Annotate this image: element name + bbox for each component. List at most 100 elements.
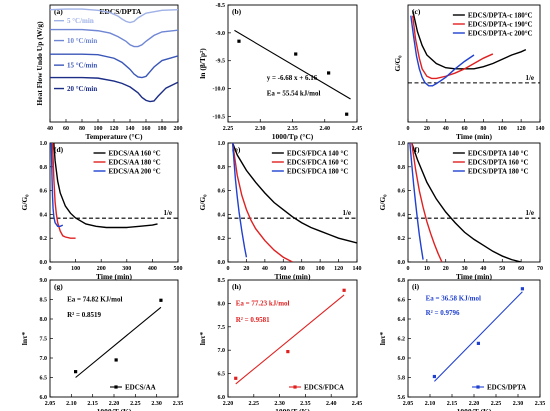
- y-axis-label: lnτ*: [378, 332, 387, 346]
- x-tick-label: 2.35: [300, 401, 311, 407]
- x-tick-label: 20: [424, 126, 430, 132]
- annotation: Ea = 55.54 kJ/mol: [267, 89, 321, 97]
- series-line: [231, 143, 357, 244]
- x-tick-label: 2.30: [274, 401, 285, 407]
- y-tick-label: 1.0: [218, 141, 226, 147]
- x-tick-label: 100: [316, 266, 325, 272]
- panel-tag: (b): [232, 7, 242, 16]
- y-tick-label: 0.6: [40, 189, 48, 195]
- y-tick-label: 0.8: [218, 165, 226, 171]
- data-point: [520, 287, 524, 291]
- y-tick-label: 0.8: [40, 165, 48, 171]
- x-tick-label: 2.10: [66, 401, 77, 407]
- x-tick-label: 2.25: [130, 401, 141, 407]
- x-tick-label: 80: [79, 126, 85, 132]
- x-axis-label: Time (min): [456, 132, 492, 141]
- y-tick-label: 7.5: [40, 337, 48, 343]
- x-tick-label: 400: [148, 266, 157, 272]
- reference-line-label: 1/e: [525, 74, 534, 82]
- data-point: [237, 39, 241, 43]
- legend-marker: [114, 385, 118, 389]
- panel-tag: (f): [412, 145, 420, 154]
- x-tick-label: 500: [174, 266, 183, 272]
- x-tick-label: 40: [443, 126, 449, 132]
- legend-entry: EDCS/FDCA 160 °C: [287, 159, 349, 167]
- data-point: [159, 298, 163, 302]
- annotation: Ea = 77.23 kJ/mol: [236, 300, 290, 308]
- x-axis-label: 1000/T (K): [275, 407, 310, 411]
- legend-marker: [476, 385, 480, 389]
- x-tick-label: 100: [498, 126, 507, 132]
- legend-entry: EDCS/DPTA-c 200°C: [468, 30, 533, 38]
- x-tick-label: 2.05: [45, 401, 56, 407]
- y-tick-label: 0.0: [40, 260, 48, 266]
- x-tick-label: 2.15: [447, 401, 458, 407]
- annotation: R² = 0.9796: [426, 309, 460, 317]
- x-tick-label: 300: [122, 266, 131, 272]
- legend-entry: 5 °C/min: [67, 17, 94, 25]
- legend-marker: [293, 385, 297, 389]
- y-tick-label: 8.0: [40, 317, 48, 323]
- data-point: [294, 52, 298, 56]
- x-tick-label: 20: [243, 266, 249, 272]
- fit-line: [434, 291, 523, 382]
- x-tick-label: 20: [443, 266, 449, 272]
- y-tick-label: 0.6: [218, 189, 226, 195]
- series-line: [50, 76, 178, 103]
- y-tick-label: 7.0: [40, 356, 48, 362]
- series-line: [409, 143, 424, 260]
- x-tick-label: 2.10: [425, 401, 436, 407]
- series-line: [231, 143, 248, 258]
- y-tick-label: -8.5: [216, 3, 226, 9]
- y-tick-label: 7.0: [218, 348, 226, 354]
- y-tick-label: 0.2: [40, 236, 48, 242]
- x-tick-label: 200: [97, 266, 106, 272]
- annotation: y = -6.68 x + 6.16: [267, 74, 318, 82]
- y-tick-label: -10.0: [213, 87, 226, 93]
- data-point: [476, 341, 480, 345]
- panel-tag: (e): [232, 145, 241, 154]
- y-tick-label: 6.4: [398, 317, 406, 323]
- y-axis-label: G/G₀: [198, 194, 207, 211]
- x-tick-label: 2.25: [223, 126, 234, 132]
- y-axis-label: G/G₀: [393, 55, 402, 72]
- x-tick-label: 2.40: [320, 126, 331, 132]
- x-tick-label: 0: [407, 266, 410, 272]
- y-axis-label: ln (β/Tp²): [198, 48, 207, 79]
- x-tick-label: 2.35: [173, 401, 184, 407]
- y-tick-label: 6.5: [218, 372, 226, 378]
- panel-tag: (d): [54, 145, 64, 154]
- y-tick-label: 0.4: [40, 212, 48, 218]
- series-line: [411, 143, 443, 262]
- plot-frame: [407, 142, 541, 263]
- y-tick-label: 0.2: [218, 236, 226, 242]
- y-tick-label: 0.0: [398, 260, 406, 266]
- fit-line: [75, 306, 162, 378]
- reference-line-label: 1/e: [163, 209, 172, 217]
- y-tick-label: 6.6: [398, 298, 406, 304]
- chart-title: EDCS/DPTA: [99, 7, 142, 16]
- x-tick-label: 2.40: [326, 401, 337, 407]
- y-tick-label: 0.4: [218, 212, 226, 218]
- x-axis-label: 1000/T (K): [97, 407, 132, 411]
- annotation: R² = 0.9581: [236, 316, 270, 324]
- annotation: R² = 0.8519: [67, 311, 101, 319]
- x-axis-label: Time (min): [96, 272, 132, 281]
- x-tick-label: 140: [353, 266, 362, 272]
- legend-entry: EDCS/DPTA: [487, 384, 526, 392]
- x-tick-label: 2.20: [109, 401, 120, 407]
- x-axis-label: Time (min): [275, 272, 311, 281]
- x-tick-label: 120: [517, 126, 526, 132]
- series-line: [231, 143, 293, 262]
- data-point: [345, 112, 349, 116]
- y-axis-label: lnτ*: [198, 332, 207, 346]
- y-tick-label: 6.0: [40, 395, 48, 401]
- annotation: Ea = 74.82 KJ/mol: [67, 295, 122, 303]
- y-axis-label: G/G₀: [20, 194, 29, 211]
- y-tick-label: 6.5: [40, 376, 48, 382]
